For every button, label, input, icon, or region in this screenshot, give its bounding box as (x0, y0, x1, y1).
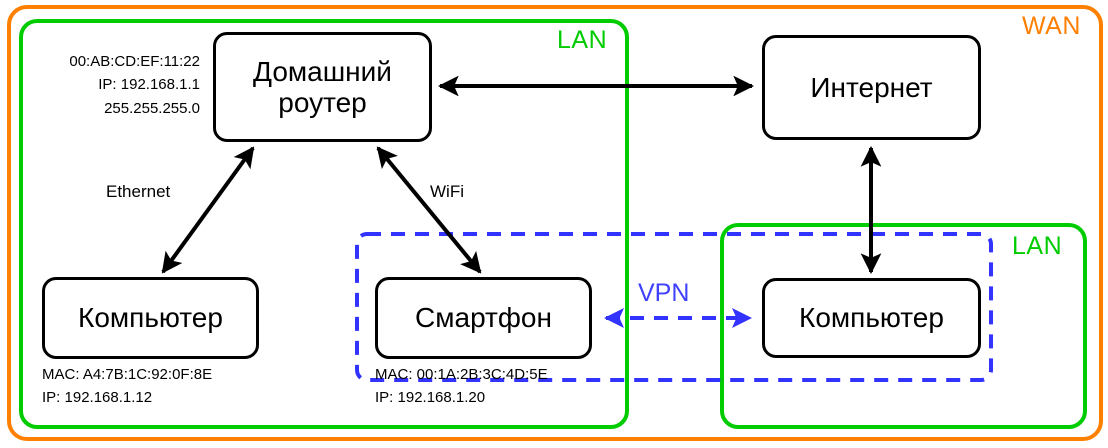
zone-boundary-wan (7, 5, 1103, 441)
node-smartphone[interactable]: Смартфон (375, 277, 592, 359)
link-router-computer-home (161, 146, 255, 274)
node-internet[interactable]: Интернет (762, 35, 981, 140)
node-computer-remote[interactable]: Компьютер (762, 278, 981, 358)
zone-label-lan-home: LAN (557, 26, 608, 54)
node-router-meta: 00:AB:CD:EF:11:22 IP: 192.168.1.1 255.25… (69, 53, 200, 117)
link-router-smartphone (376, 146, 482, 274)
zone-label-wan: WAN (1022, 12, 1081, 40)
node-router[interactable]: Домашний роутер (213, 32, 432, 142)
zone-label-lan-remote: LAN (1012, 232, 1063, 260)
node-computer-home-meta: MAC: A4:7B:1C:92:0F:8E IP: 192.168.1.12 (42, 366, 213, 407)
zone-boundary-lan-home (19, 19, 629, 429)
node-smartphone-meta: MAC: 00:1A:2B:3C:4D:5E IP: 192.168.1.20 (375, 366, 548, 407)
zone-label-vpn: VPN (638, 279, 690, 307)
node-computer-home[interactable]: Компьютер (42, 277, 259, 359)
link-label-ethernet: Ethernet (106, 182, 171, 201)
link-label-wifi: WiFi (430, 182, 464, 201)
